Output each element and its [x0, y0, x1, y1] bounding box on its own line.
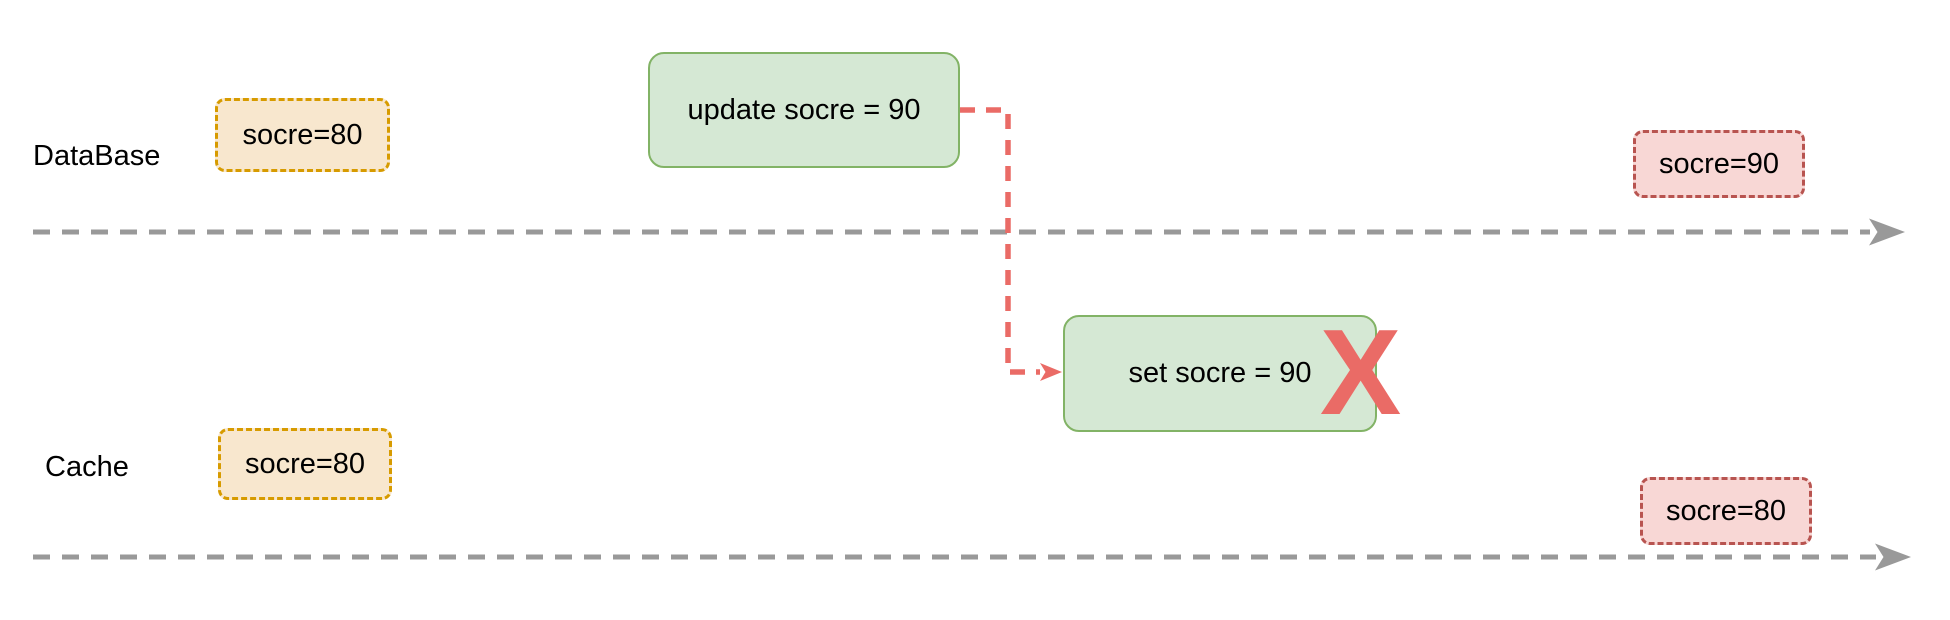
cache-result-state-box: socre=80	[1640, 477, 1812, 545]
db-update-action-text: update socre = 90	[687, 93, 921, 126]
connector-arrowhead-icon	[1040, 363, 1062, 381]
update-to-set-connector	[960, 107, 1040, 375]
lane-label-cache: Cache	[45, 451, 129, 483]
cache-initial-state-box: socre=80	[218, 428, 392, 500]
cache-initial-state-text: socre=80	[244, 447, 366, 480]
cache-result-state-text: socre=80	[1665, 494, 1787, 527]
db-initial-state-text: socre=80	[242, 118, 363, 151]
db-update-action-box: update socre = 90	[648, 52, 960, 168]
lane-label-database: DataBase	[33, 140, 161, 172]
db-initial-state-box: socre=80	[215, 98, 390, 172]
cache-timeline-arrowhead-icon	[1875, 543, 1911, 571]
cache-set-action-box: set socre = 90	[1063, 315, 1377, 432]
db-result-state-text: socre=90	[1658, 147, 1780, 180]
db-result-state-box: socre=90	[1633, 130, 1805, 198]
database-timeline-arrowhead-icon	[1869, 218, 1905, 246]
failure-x-mark: X	[1319, 304, 1402, 440]
cache-set-action-text: set socre = 90	[1128, 357, 1312, 389]
